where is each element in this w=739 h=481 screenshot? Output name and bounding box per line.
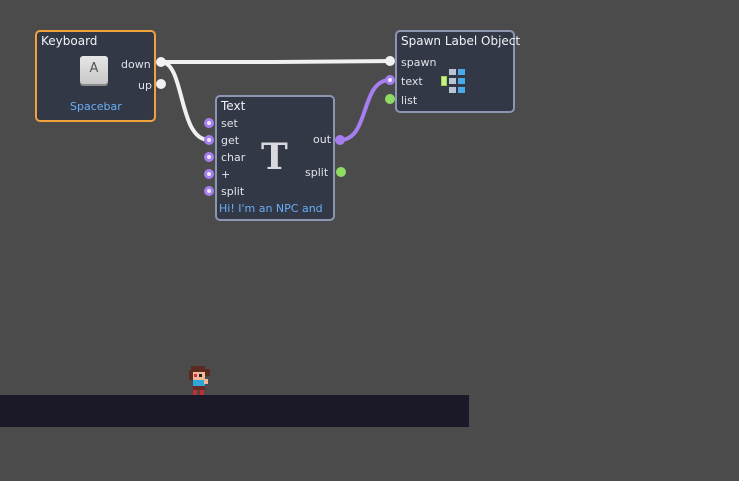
keyboard-key-name: Spacebar bbox=[70, 100, 122, 113]
port-down[interactable] bbox=[156, 57, 166, 67]
spawn-node-title: Spawn Label Object bbox=[401, 34, 521, 48]
port-label-down: down bbox=[121, 58, 151, 71]
port-set[interactable] bbox=[204, 118, 214, 128]
list-blocks-icon bbox=[441, 69, 465, 93]
port-label-char: char bbox=[221, 151, 246, 164]
text-node[interactable]: Text set get char + split T out split Hi… bbox=[215, 95, 335, 221]
text-t-icon: T bbox=[261, 136, 288, 178]
port-label-split-in: split bbox=[221, 185, 245, 198]
port-label-list: list bbox=[401, 94, 418, 107]
port-split-in[interactable] bbox=[204, 186, 214, 196]
port-split-out[interactable] bbox=[336, 167, 346, 177]
port-label-up: up bbox=[138, 79, 152, 92]
text-node-title: Text bbox=[221, 99, 246, 113]
port-char[interactable] bbox=[204, 152, 214, 162]
text-value-preview: Hi! I'm an NPC and bbox=[219, 202, 323, 215]
port-plus[interactable] bbox=[204, 169, 214, 179]
wire-down-to-spawn[interactable] bbox=[159, 59, 392, 64]
port-list[interactable] bbox=[385, 94, 395, 104]
port-label-spawn: spawn bbox=[401, 56, 437, 69]
port-label-text: text bbox=[401, 75, 423, 88]
port-label-set: set bbox=[221, 117, 238, 130]
wire-down-to-get[interactable] bbox=[159, 60, 211, 142]
port-label-split-out: split bbox=[305, 166, 329, 179]
keyboard-key-icon: A bbox=[80, 56, 108, 84]
ground-platform bbox=[0, 395, 469, 427]
port-get[interactable] bbox=[204, 135, 214, 145]
spawn-label-object-node[interactable]: Spawn Label Object spawn text list bbox=[395, 30, 520, 113]
port-up[interactable] bbox=[156, 79, 166, 89]
keyboard-node[interactable]: Keyboard A down up Spacebar bbox=[35, 30, 156, 122]
npc-character-sprite bbox=[189, 366, 210, 395]
port-out[interactable] bbox=[335, 135, 345, 145]
port-label-out: out bbox=[313, 133, 332, 146]
port-label-get: get bbox=[221, 134, 240, 147]
port-text[interactable] bbox=[385, 75, 395, 85]
keyboard-node-title: Keyboard bbox=[41, 34, 98, 48]
port-spawn[interactable] bbox=[385, 56, 395, 66]
port-label-plus: + bbox=[221, 168, 231, 181]
wire-out-to-text[interactable] bbox=[338, 78, 392, 142]
